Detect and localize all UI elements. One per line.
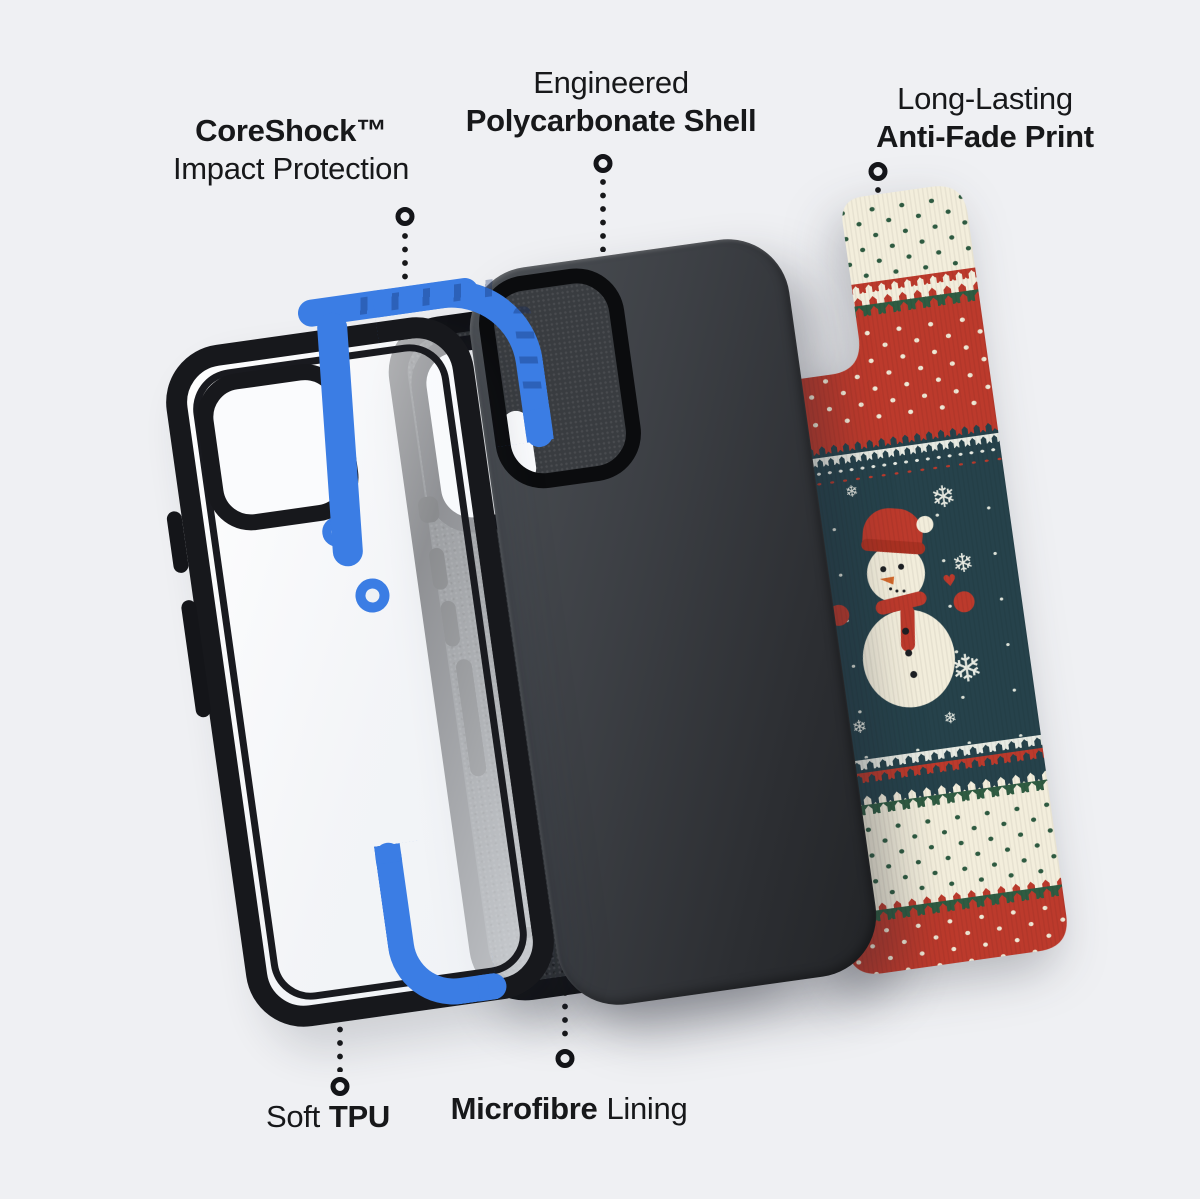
connector-microfibre-endpoint (555, 1049, 575, 1068)
callout-coreshock-subtitle: Impact Protection (172, 151, 410, 186)
connector-coreshock-endpoint (395, 207, 415, 226)
volume-button (165, 510, 190, 574)
callout-coreshock-title: CoreShock™ (195, 113, 387, 148)
tpu-rail-top (292, 268, 571, 599)
connector-polycarbonate-line (599, 178, 607, 252)
tpu-rail-descender (316, 311, 364, 568)
connector-soft-tpu-endpoint (330, 1077, 350, 1096)
callout-polycarbonate: Engineered Polycarbonate Shell (466, 64, 757, 140)
connector-polycarbonate-endpoint (593, 154, 613, 173)
callout-microfibre-bold: Microfibre (450, 1091, 598, 1126)
callout-microfibre-suffix: Lining (606, 1091, 688, 1126)
callout-polycarbonate-line1: Engineered (533, 65, 689, 100)
callout-polycarbonate-line2: Polycarbonate Shell (465, 103, 757, 138)
side-button (180, 599, 212, 719)
callout-coreshock: CoreShock™ Impact Protection (173, 112, 409, 188)
callout-soft-tpu-bold: TPU (328, 1099, 391, 1134)
tpu-rail-end-cap (476, 971, 509, 1002)
connector-soft-tpu-line (336, 1012, 344, 1072)
callout-antifade-line1: Long-Lasting (897, 81, 1073, 116)
callout-antifade-line2: Anti-Fade Print (876, 119, 1094, 154)
connector-antifade-endpoint (868, 162, 888, 181)
callout-soft-tpu-prefix: Soft (265, 1099, 320, 1134)
callout-antifade: Long-Lasting Anti-Fade Print (876, 80, 1094, 156)
connector-microfibre-line (561, 962, 569, 1044)
connector-coreshock-line (401, 232, 409, 308)
